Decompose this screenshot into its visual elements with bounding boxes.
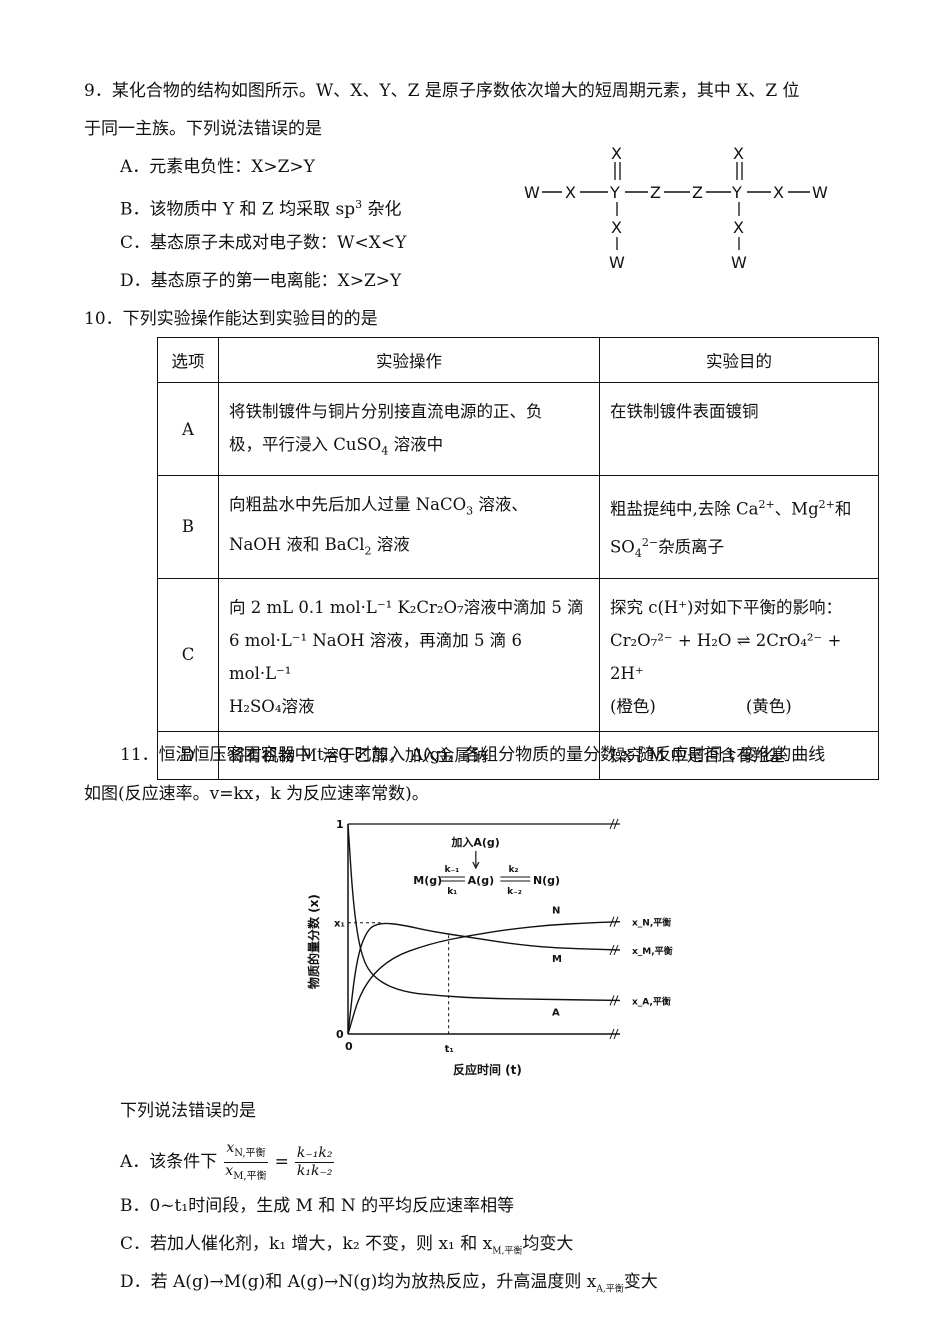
series-break-mark: [609, 916, 615, 927]
q11-option-c: C．若加人催化剂，k₁ 增大，k₂ 不变，则 x₁ 和 xM,平衡均变大: [120, 1234, 574, 1257]
q10-stem: 10．下列实验操作能达到实验目的的是: [84, 309, 378, 329]
svg-text:X: X: [733, 218, 744, 237]
series-label-A: A: [552, 1007, 560, 1018]
row-label: D: [157, 730, 219, 780]
series-label-N: N: [552, 906, 560, 917]
table-row: B 向粗盐水中先后加人过量 NaCO3 溶液、 NaOH 液和 BaCl2 溶液…: [157, 475, 879, 579]
series-break-mark: [609, 944, 615, 956]
y-tick-label: x₁: [334, 919, 345, 930]
row-operation: 向粗盐水中先后加人过量 NaCO3 溶液、 NaOH 液和 BaCl2 溶液: [218, 475, 600, 579]
q9-stem-line2: 于同一主族。下列说法错误的是: [84, 119, 322, 139]
annotation-arrowhead: [472, 861, 480, 870]
series-end-label-N: x_N,平衡: [632, 917, 671, 929]
series-line-A: [347, 823, 621, 1002]
q9-stem-line1: 9．某化合物的结构如图所示。W、X、Y、Z 是原子序数依次增大的短周期元素，其中…: [84, 81, 800, 101]
q9-option-d: D．基态原子的第一电离能：X>Z>Y: [120, 271, 402, 291]
x-tick-label: 0: [345, 1040, 353, 1053]
svg-text:X: X: [611, 144, 622, 163]
experiment-table: 选项 实验操作 实验目的 A 将铁制镀件与铜片分别接直流电源的正、负 极，平行浸…: [157, 337, 879, 780]
scheme-m: M(g): [413, 874, 442, 887]
svg-text:Z: Z: [650, 183, 661, 202]
reaction-chart: Nx_N,平衡 Mx_M,平衡 Ax_A,平衡 0 x₁ 1 0 t₁ 反应时间 (t) 物质的量…: [306, 818, 673, 1077]
q11-question: 下列说法错误的是: [120, 1101, 256, 1121]
axis-break-mark: [609, 1028, 615, 1040]
row-label: C: [157, 577, 219, 732]
scheme-k-minus2: k₋₂: [507, 887, 522, 897]
series-label-M: M: [552, 954, 562, 965]
q9-option-a: A．元素电负性：X>Z>Y: [120, 157, 315, 177]
q11-option-a: A．该条件下 xN,平衡 xM,平衡 = k₋₁k₂ k₁k₋₂: [120, 1140, 340, 1185]
q11-option-b: B．0~t₁时间段，生成 M 和 N 的平均反应速率相等: [120, 1196, 515, 1216]
row-purpose: 粗盐提纯中,去除 Ca2+、Mg2+和 SO42−杂质离子: [599, 475, 879, 579]
series-line-N: [347, 920, 621, 1035]
q9-structure-diagram: W X Y Z Z Y X W X X W X X W: [524, 144, 828, 272]
svg-text:Y: Y: [731, 183, 742, 202]
q9-option-b: B．该物质中 Y 和 Z 均采取 sp3 杂化: [120, 198, 402, 220]
row-label: B: [157, 475, 219, 579]
q11-stem-line1: 11．恒温恒压密团容器中 t=0 时加入 A(g)，各组分物质的量分数 x 随反…: [120, 745, 826, 765]
svg-text:Z: Z: [692, 183, 703, 202]
equilibrium-arrow-icon: ⇌: [736, 630, 751, 650]
table-row: D 将有机物 M 溶于乙醇，加入金属钠 操究 M 中是否含有羟基: [157, 730, 879, 780]
scheme-k2: k₂: [508, 865, 518, 875]
y-axis-label: 物质的量分数 (x): [306, 894, 321, 989]
row-purpose: 操究 M 中是否含有羟基: [599, 730, 879, 780]
series-end-label-A: x_A,平衡: [632, 995, 671, 1007]
series-break-mark: [613, 916, 619, 927]
row-operation: 将铁制镀件与铜片分别接直流电源的正、负 极，平行浸入 CuSO4 溶液中: [218, 381, 600, 477]
fraction-left: xN,平衡 xM,平衡: [224, 1140, 268, 1182]
row-operation: 向 2 mL 0.1 mol·L⁻¹ K₂Cr₂O₇溶液中滴加 5 滴 6 mo…: [218, 577, 600, 732]
annotation-add-a: 加入A(g): [450, 835, 499, 849]
svg-text:Y: Y: [609, 183, 620, 202]
axis-break-mark: [613, 818, 619, 830]
atom-w-left: W: [524, 183, 540, 202]
svg-text:W: W: [731, 253, 747, 272]
x-axis-label: 反应时间 (t): [453, 1062, 522, 1077]
table-row: C 向 2 mL 0.1 mol·L⁻¹ K₂Cr₂O₇溶液中滴加 5 滴 6 …: [157, 577, 879, 732]
svg-text:X: X: [565, 183, 576, 202]
row-purpose: 在铁制镀件表面镀铜: [599, 381, 879, 477]
header-operation: 实验操作: [218, 337, 600, 383]
fraction-right: k₋₁k₂ k₁k₋₂: [294, 1144, 335, 1179]
series-break-mark: [613, 995, 619, 1006]
series-end-label-M: x_M,平衡: [632, 945, 673, 957]
scheme-k1: k₁: [447, 887, 457, 897]
row-label: A: [157, 381, 219, 477]
q11-option-d: D．若 A(g)→M(g)和 A(g)→N(g)均为放热反应，升高温度则 xA,…: [120, 1272, 658, 1295]
row-purpose: 探究 c(H⁺)对如下平衡的影响： Cr₂O₇²⁻ + H₂O ⇌ 2CrO₄²…: [599, 577, 879, 732]
x-tick-label: t₁: [445, 1044, 454, 1055]
scheme-n: N(g): [533, 874, 560, 887]
axis-break-mark: [609, 818, 615, 830]
row-operation: 将有机物 M 溶于乙醇，加入金属钠: [218, 730, 600, 780]
svg-text:W: W: [609, 253, 625, 272]
y-tick-label: 1: [336, 818, 344, 831]
svg-text:X: X: [611, 218, 622, 237]
axis-break-mark: [613, 1028, 619, 1040]
svg-text:X: X: [773, 183, 784, 202]
series-line-M: [347, 922, 621, 1035]
table-header-row: 选项 实验操作 实验目的: [157, 337, 879, 383]
series-break-mark: [609, 995, 615, 1006]
header-purpose: 实验目的: [599, 337, 879, 383]
q11-stem-line2: 如图(反应速率。v=kx，k 为反应速率常数)。: [84, 784, 429, 804]
q9-option-c: C．基态原子未成对电子数：W<X<Y: [120, 233, 407, 253]
y-tick-label: 0: [336, 1028, 344, 1041]
series-break-mark: [613, 944, 619, 956]
scheme-a: A(g): [468, 874, 494, 887]
table-row: A 将铁制镀件与铜片分别接直流电源的正、负 极，平行浸入 CuSO4 溶液中 在…: [157, 381, 879, 477]
svg-text:W: W: [812, 183, 828, 202]
svg-text:X: X: [733, 144, 744, 163]
scheme-k-minus1: k₋₁: [445, 865, 460, 875]
header-option: 选项: [157, 337, 219, 383]
